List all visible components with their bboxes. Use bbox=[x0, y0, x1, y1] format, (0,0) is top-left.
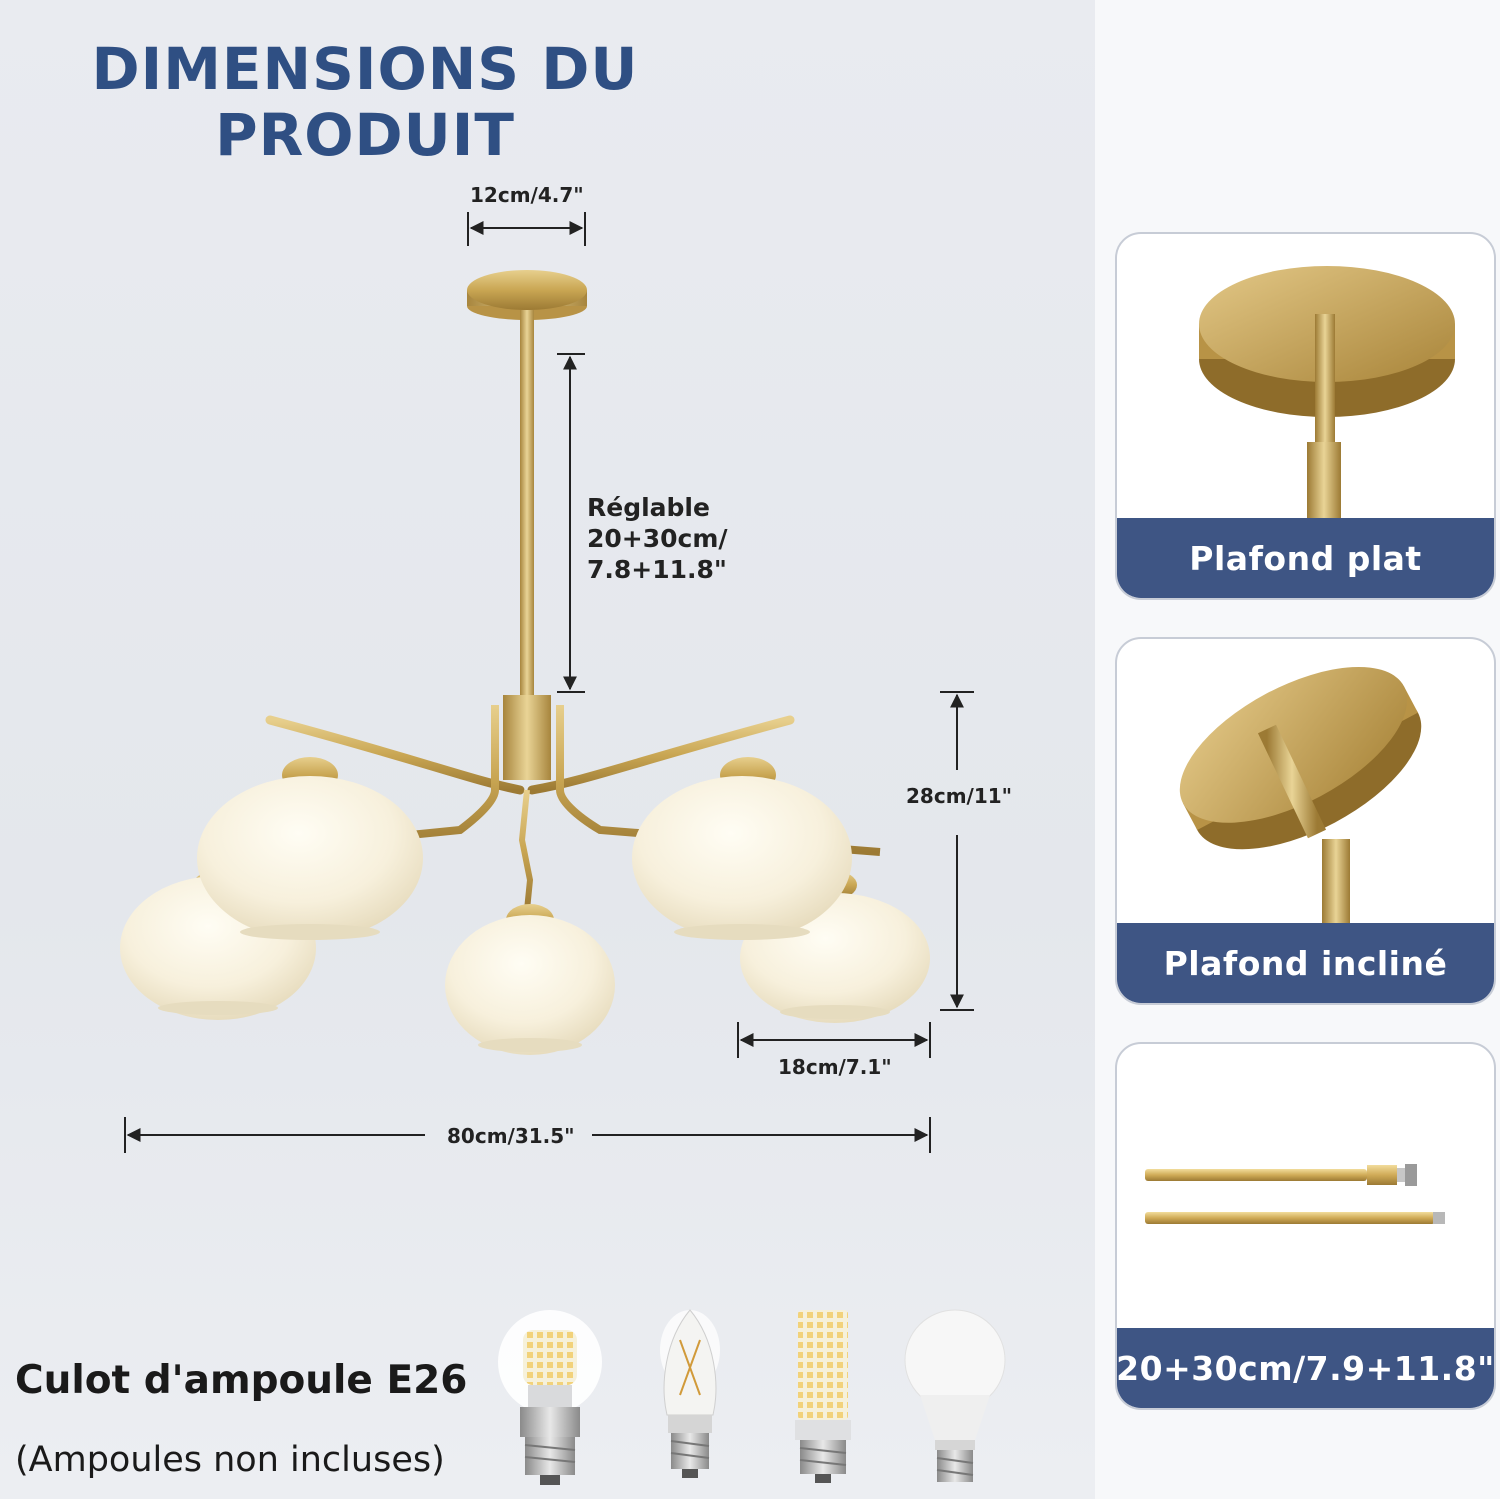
card-sloped-ceiling: Plafond incliné bbox=[1115, 637, 1496, 1005]
card-caption-flat: Plafond plat bbox=[1117, 518, 1494, 598]
canopy-width-label: 12cm/4.7" bbox=[470, 183, 584, 207]
led-corn-small-bulb-icon bbox=[498, 1310, 602, 1485]
canopy-width-arrow bbox=[467, 212, 586, 246]
adjustable-line-1: Réglable bbox=[587, 493, 710, 522]
title-line-2: PRODUIT bbox=[215, 101, 515, 169]
card-caption-rods: 20+30cm/7.9+11.8" bbox=[1117, 1328, 1494, 1408]
bulb-note: (Ampoules non incluses) bbox=[15, 1440, 445, 1480]
adjustable-line-2: 20+30cm/ bbox=[587, 524, 728, 553]
total-width-label: 80cm/31.5" bbox=[447, 1124, 575, 1148]
page-title: DIMENSIONS DU PRODUIT bbox=[60, 36, 670, 168]
flat-ceiling-mount-icon bbox=[1199, 266, 1455, 522]
total-width-arrow bbox=[124, 1117, 931, 1153]
card-flat-ceiling: Plafond plat bbox=[1115, 232, 1496, 600]
adjustable-rod-label: Réglable 20+30cm/ 7.8+11.8" bbox=[587, 492, 728, 585]
body-height-arrow bbox=[940, 691, 974, 1011]
chandelier bbox=[120, 270, 930, 1055]
filament-candle-bulb-icon bbox=[660, 1309, 720, 1478]
adjustable-line-3: 7.8+11.8" bbox=[587, 555, 727, 584]
bulb-base-title: Culot d'ampoule E26 bbox=[15, 1358, 468, 1403]
chandelier-diagram bbox=[120, 212, 974, 1153]
bulb-types bbox=[498, 1309, 1006, 1485]
sloped-ceiling-mount-icon bbox=[1179, 666, 1422, 929]
shade-width-arrow bbox=[737, 1022, 931, 1058]
led-corn-tall-bulb-icon bbox=[795, 1310, 851, 1483]
a19-led-bulb-icon bbox=[904, 1309, 1006, 1482]
body-height-label: 28cm/11" bbox=[906, 784, 1013, 808]
rod-length-arrow bbox=[557, 353, 585, 693]
shade-width-label: 18cm/7.1" bbox=[778, 1055, 892, 1079]
title-line-1: DIMENSIONS DU bbox=[91, 35, 639, 103]
card-caption-sloped: Plafond incliné bbox=[1117, 923, 1494, 1003]
card-extension-rods: 20+30cm/7.9+11.8" bbox=[1115, 1042, 1496, 1410]
extension-rods-icon bbox=[1145, 1164, 1445, 1224]
